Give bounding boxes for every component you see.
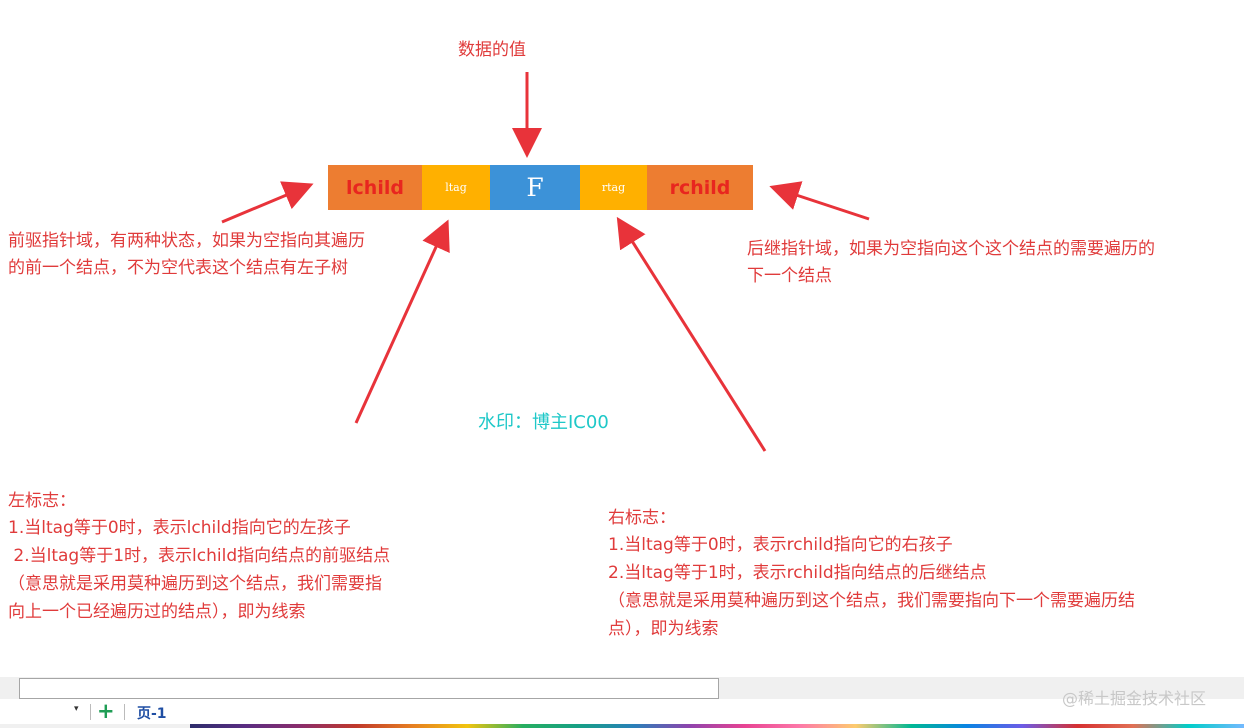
arrow-left-flag	[354, 219, 450, 424]
predecessor-text-line1: 前驱指针域，有两种状态，如果为空指向其遍历	[8, 231, 365, 251]
lchild-label: lchild	[346, 176, 404, 199]
left-flag-line3: （意思就是采用莫种遍历到这个结点，我们需要指	[8, 574, 382, 594]
label-data-value: 数据的值	[458, 40, 526, 60]
successor-text-line1: 后继指针域，如果为空指向这个这个结点的需要遍历的	[747, 239, 1155, 259]
left-flag-title: 左标志：	[8, 491, 76, 511]
left-flag-line1: 1.当ltag等于0时，表示lchild指向它的左孩子	[8, 518, 351, 538]
right-flag-title: 右标志：	[608, 508, 676, 528]
rchild-label: rchild	[669, 176, 731, 199]
node-field-ltag: ltag	[422, 165, 490, 210]
right-flag-line4: 点），即为线索	[608, 619, 719, 639]
tab-page-1[interactable]: 页-1	[137, 706, 167, 722]
add-page-icon[interactable]: +	[97, 699, 115, 723]
node-field-lchild: lchild	[328, 165, 422, 210]
left-flag-line4: 向上一个已经遍历过的结点），即为线索	[8, 602, 306, 622]
chevron-down-icon[interactable]: ▾	[74, 704, 79, 714]
right-flag-line2: 2.当ltag等于1时，表示rchild指向结点的后继结点	[608, 563, 987, 583]
right-flag-line1: 1.当ltag等于0时，表示rchild指向它的右孩子	[608, 535, 953, 555]
arrow-right-flag	[616, 216, 767, 452]
node-field-data: F	[490, 165, 580, 210]
node-field-rchild: rchild	[647, 165, 753, 210]
arrow-successor	[769, 181, 870, 221]
right-flag-line3: （意思就是采用莫种遍历到这个结点，我们需要指向下一个需要遍历结	[608, 591, 1135, 611]
corner-watermark: @稀土掘金技术社区	[1062, 689, 1207, 708]
ltag-label: ltag	[445, 181, 467, 194]
successor-text-line2: 下一个结点	[747, 266, 832, 286]
node-field-rtag: rtag	[580, 165, 647, 210]
data-label: F	[526, 173, 544, 202]
divider	[124, 704, 125, 720]
arrow-predecessor	[221, 181, 314, 224]
page-tabstrip	[0, 699, 1244, 724]
predecessor-text-line2: 的前一个结点，不为空代表这个结点有左子树	[8, 258, 348, 278]
divider	[90, 704, 91, 720]
watermark-text: 水印：博主IC00	[478, 412, 609, 433]
page-scroll-input[interactable]	[19, 678, 719, 699]
left-flag-line2: 2.当ltag等于1时，表示lchild指向结点的前驱结点	[8, 546, 391, 566]
rtag-label: rtag	[601, 181, 626, 194]
color-palette-strip[interactable]	[190, 724, 1244, 728]
